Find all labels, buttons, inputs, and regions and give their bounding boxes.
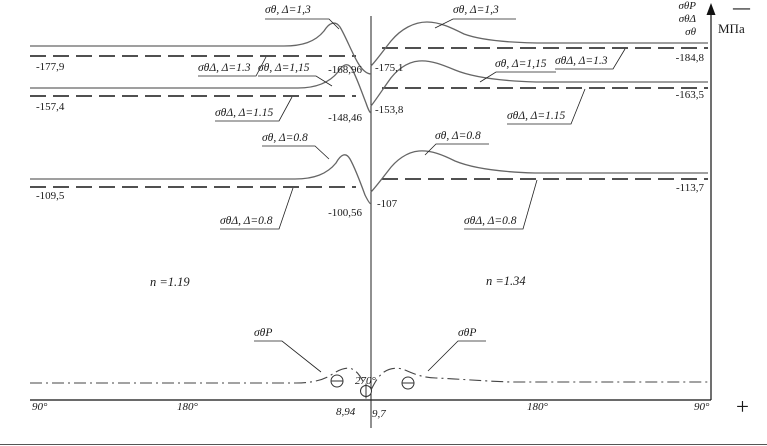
y-axis-unit: МПа <box>718 21 745 36</box>
value-g1-left: -177,9 <box>36 61 65 73</box>
dash-label-g2-left: σθΔ, Δ=1.15 <box>215 107 274 119</box>
value-g1-center-right: -175,1 <box>375 62 404 74</box>
value-g1-center-left: -168,96 <box>328 64 362 76</box>
p-curve-label-left: σθP <box>254 327 273 339</box>
dash-label-g1-right: σθΔ, Δ=1.3 <box>555 55 608 67</box>
leader-g3-curve-right <box>424 143 489 156</box>
legend-sigma-p: σθP <box>678 0 696 12</box>
leader-g3-dash-right <box>464 179 538 230</box>
leader-g2-dash-right <box>507 88 586 125</box>
g3-left-curve <box>30 154 372 205</box>
value-g2-center-left: -148,46 <box>328 112 362 124</box>
value-g3-center-right: -107 <box>377 198 398 210</box>
tick-right-180: 180° <box>527 401 548 413</box>
dash-label-g3-left: σθΔ, Δ=0.8 <box>220 215 273 227</box>
leader-g1-curve-left <box>265 18 340 30</box>
tick-right-90: 90° <box>694 401 710 413</box>
leader-g2-curve-left <box>258 75 333 87</box>
leader-g1-dash-right <box>555 48 626 70</box>
leader-p-right <box>427 340 486 372</box>
value-g1-right: -184,8 <box>675 52 704 64</box>
y-axis-arrow-icon <box>706 3 716 15</box>
leader-g3-curve-left <box>262 145 330 160</box>
leader-g2-curve-right <box>479 71 556 83</box>
tick-left-90: 90° <box>32 401 48 413</box>
offset-left: 8,94 <box>336 406 356 418</box>
value-g2-left: -157,4 <box>36 101 65 113</box>
legend-sigma: σθ <box>685 26 696 38</box>
value-g2-center-right: -153,8 <box>375 104 404 116</box>
curve-label-g3-right: σθ, Δ=0.8 <box>435 130 481 142</box>
plus-sign: + <box>736 394 749 419</box>
dash-label-g1-left: σθΔ, Δ=1.3 <box>198 62 251 74</box>
curve-label-g2-left: σθ, Δ=1,15 <box>258 62 310 74</box>
value-g3-right: -113,7 <box>675 182 704 194</box>
g1-left-curve <box>30 22 372 75</box>
curve-label-g1-left: σθ, Δ=1,3 <box>265 4 311 16</box>
curve-label-g3-left: σθ, Δ=0.8 <box>262 132 308 144</box>
tick-center-270: 270° <box>355 375 376 387</box>
leader-g3-dash-left <box>220 187 294 230</box>
p-curve <box>30 367 708 391</box>
value-g3-center-left: -100,56 <box>328 207 362 219</box>
offset-right: 9,7 <box>372 408 386 420</box>
curve-label-g2-right: σθ, Δ=1,15 <box>495 58 547 70</box>
curve-label-g1-right: σθ, Δ=1,3 <box>453 4 499 16</box>
g1-right-curve <box>370 21 708 67</box>
p-curve-label-right: σθP <box>458 327 477 339</box>
minus-sign: — <box>733 0 750 17</box>
tick-left-180: 180° <box>177 401 198 413</box>
dash-label-g2-right: σθΔ, Δ=1.15 <box>507 110 566 122</box>
value-g3-left: -109,5 <box>36 190 65 202</box>
n-factor-left: n =1.19 <box>150 275 190 289</box>
leader-p-left <box>254 340 322 373</box>
leader-g1-dash-left <box>198 56 267 77</box>
n-factor-right: n =1.34 <box>486 274 526 288</box>
legend-sigma-delta: σθΔ <box>678 13 696 25</box>
dash-label-g3-right: σθΔ, Δ=0.8 <box>464 215 517 227</box>
g3-right-curve <box>370 150 708 193</box>
leader-g1-curve-right <box>434 18 516 29</box>
g2-right-curve <box>370 60 708 107</box>
leader-g2-dash-left <box>215 96 293 122</box>
value-g2-right: -163,5 <box>675 89 704 101</box>
